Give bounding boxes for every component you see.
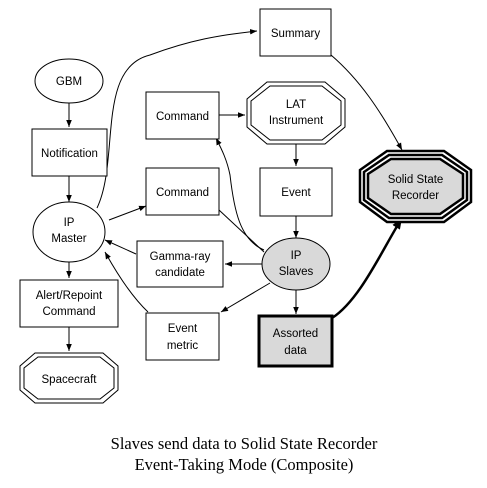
edge-command-mid-ipslaves xyxy=(218,209,265,253)
node-ssr-label-2: Recorder xyxy=(392,190,439,202)
node-gamma-label-1: Gamma-ray xyxy=(150,251,211,263)
edge-assorted-ssr xyxy=(331,217,404,320)
node-ssr-label-1: Solid State xyxy=(388,174,444,186)
node-ipmaster-label-1: IP xyxy=(64,217,75,229)
node-lat-label-2: Instrument xyxy=(269,115,324,127)
edges xyxy=(66,28,404,351)
node-event-label: Event xyxy=(281,187,311,199)
node-command-mid: Command xyxy=(145,167,220,216)
node-notification-label: Notification xyxy=(41,148,98,160)
node-event: Event xyxy=(259,167,333,217)
edge-summary-ssr xyxy=(330,54,403,151)
node-command-mid-label: Command xyxy=(156,187,209,199)
node-command-top: Command xyxy=(145,91,220,140)
node-gbm-label: GBM xyxy=(56,76,82,88)
node-spacecraft-label: Spacecraft xyxy=(42,374,98,386)
node-event-metric: Event metric xyxy=(145,312,220,361)
node-summary-label: Summary xyxy=(271,28,320,40)
node-assorted-label-1: Assorted xyxy=(273,328,318,340)
edge-eventmetric-ipmaster xyxy=(104,251,149,313)
node-ipmaster-label-2: Master xyxy=(51,233,86,245)
edge-gamma-ipmaster xyxy=(104,239,137,255)
node-assorted-data: Assorted data xyxy=(257,314,334,368)
edge-ipmaster-summary xyxy=(96,28,258,209)
node-assorted-label-2: data xyxy=(284,345,307,357)
node-alert-label-1: Alert/Repoint xyxy=(36,290,103,302)
caption-line-2: Event-Taking Mode (Composite) xyxy=(135,455,354,474)
node-alert-label-2: Command xyxy=(42,306,95,318)
node-eventmetric-label-2: metric xyxy=(167,340,199,352)
node-gamma-label-2: candidate xyxy=(155,267,205,279)
node-command-top-label: Command xyxy=(156,111,209,123)
node-solid-state-recorder: Solid State Recorder xyxy=(358,149,473,224)
node-spacecraft: Spacecraft xyxy=(19,352,119,404)
node-ipslaves-label-2: Slaves xyxy=(279,266,314,278)
node-ipslaves-label-1: IP xyxy=(291,250,302,262)
node-gbm: GBM xyxy=(34,58,104,104)
node-eventmetric-label-1: Event xyxy=(168,323,198,335)
node-summary: Summary xyxy=(259,8,332,57)
node-ip-master: IP Master xyxy=(32,201,106,263)
node-gamma-ray-candidate: Gamma-ray candidate xyxy=(136,240,224,288)
node-ip-slaves: IP Slaves xyxy=(261,237,331,291)
node-lat-instrument: LAT Instrument xyxy=(246,81,346,145)
node-alert-repoint-command: Alert/Repoint Command xyxy=(19,279,119,328)
edge-ipslaves-command-top xyxy=(215,137,265,251)
caption-line-1: Slaves send data to Solid State Recorder xyxy=(111,434,378,453)
edge-ipslaves-eventmetric xyxy=(220,282,271,313)
node-lat-label-1: LAT xyxy=(286,99,306,111)
edge-ipmaster-command-mid xyxy=(108,205,147,221)
node-notification: Notification xyxy=(31,128,108,177)
